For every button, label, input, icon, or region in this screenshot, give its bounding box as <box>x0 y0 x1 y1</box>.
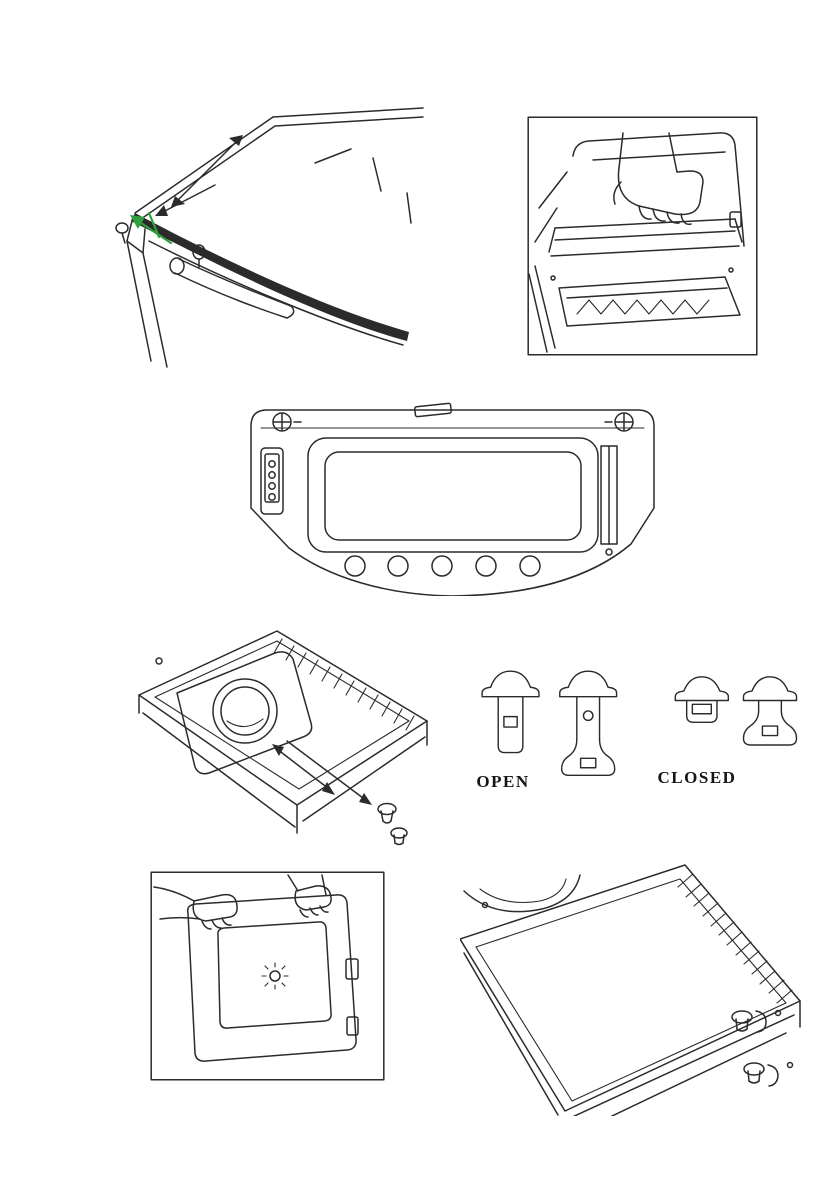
peg-closed-bell-icon <box>742 676 798 746</box>
figure-border <box>150 871 385 1081</box>
fixing-screw-right-icon <box>604 412 634 432</box>
corner-pointer-arrow-icon <box>155 184 216 216</box>
peg-closed-short-icon <box>674 676 730 723</box>
closed-label: CLOSED <box>657 768 737 787</box>
oven-cavity-frame <box>534 132 745 247</box>
lid-outline <box>134 107 424 224</box>
right-hand-icon <box>287 874 332 918</box>
hotplate-flue-drawing <box>138 630 428 846</box>
hinge-peg-bottom <box>743 1061 794 1087</box>
vent-grille-hatch <box>273 638 415 731</box>
vent-grille-hatch <box>677 873 793 1004</box>
figure-border <box>527 116 758 356</box>
figure-hotplate-corner-pegs <box>460 861 839 1116</box>
shelf-rails <box>548 218 743 257</box>
lid-pegs-drawing <box>481 670 798 777</box>
hand-icon <box>613 132 704 226</box>
burner-ring <box>463 874 581 913</box>
peg-open-long-icon <box>481 670 540 754</box>
peg-pointer-arrow-icon <box>286 740 372 805</box>
open-door-edge <box>528 265 556 353</box>
open-label: OPEN <box>476 772 530 791</box>
lid-corner-drawing <box>115 107 424 368</box>
grill-shelf-drawing <box>527 116 758 356</box>
cooker-body-under-lid <box>115 216 404 368</box>
figure-grill-shelf-hand <box>527 116 758 356</box>
cable-holes <box>344 555 541 577</box>
rear-panel-body <box>250 402 655 596</box>
fixing-screw-left-icon <box>272 412 302 432</box>
figure-lid-corner-detail <box>115 101 425 371</box>
right-channel <box>600 445 618 556</box>
flue-collar <box>176 651 313 775</box>
green-locator-arrow-icon <box>130 211 173 245</box>
hotplate-surface <box>138 630 428 834</box>
hinge-peg-top <box>731 1009 782 1033</box>
figure-oven-door-removal <box>150 871 385 1081</box>
grill-tray <box>550 267 741 327</box>
terminal-block <box>260 447 284 515</box>
figure-rear-panel <box>235 396 670 596</box>
left-hand-icon <box>153 886 238 930</box>
rear-panel-drawing <box>250 402 655 596</box>
inner-panel <box>307 437 599 553</box>
lid-front-rim <box>131 213 409 341</box>
lamp-icon <box>261 962 289 990</box>
oven-door-drawing <box>150 871 385 1081</box>
figure-hotplate-flue-corner <box>125 621 435 851</box>
oven-door <box>186 894 359 1062</box>
peg-open-bell-icon <box>559 670 618 777</box>
figure-lid-pegs-open-closed <box>465 656 825 781</box>
double-arrow-icon <box>171 135 243 207</box>
double-arrow-icon <box>272 744 335 795</box>
corner-pegs <box>377 802 408 846</box>
hotplate-corner-drawing <box>460 864 801 1116</box>
